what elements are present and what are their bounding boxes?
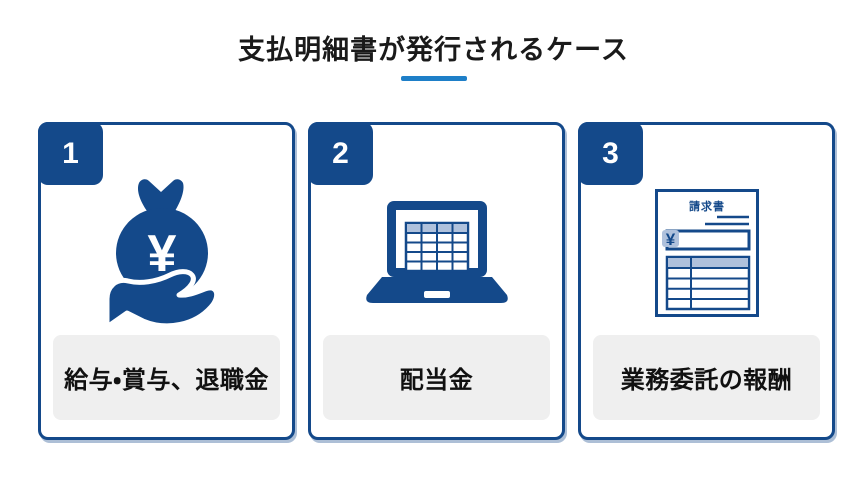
page-title: 支払明細書が発行されるケース [238,35,629,65]
money-bag-hand-icon: ¥ [104,179,219,329]
card-outsourcing: 3 請求書 ¥ [578,122,835,440]
invoice-icon: 請求書 ¥ [654,189,759,317]
card-number-badge: 2 [308,122,373,185]
card-number-badge: 3 [578,122,643,185]
card-icon-area: 請求書 ¥ [581,177,832,329]
card-label: 業務委託の報酬 [593,335,820,420]
card-number-badge: 1 [38,122,103,185]
card-dividend: 2 [308,122,565,440]
card-salary: 1 ¥ 給与・賞与、退職金 [38,122,295,440]
card-label: 配当金 [323,335,550,420]
title-block: 支払明細書が発行されるケース [0,34,867,82]
title-underline-accent [400,76,467,82]
card-label: 給与・賞与、退職金 [53,335,280,420]
invoice-title-text: 請求書 [689,199,725,213]
invoice-yen-glyph: ¥ [665,230,675,249]
card-icon-area [311,177,562,329]
cards-row: 1 ¥ 給与・賞与、退職金 2 [38,122,835,440]
laptop-spreadsheet-icon [365,200,508,303]
card-icon-area: ¥ [41,177,292,329]
